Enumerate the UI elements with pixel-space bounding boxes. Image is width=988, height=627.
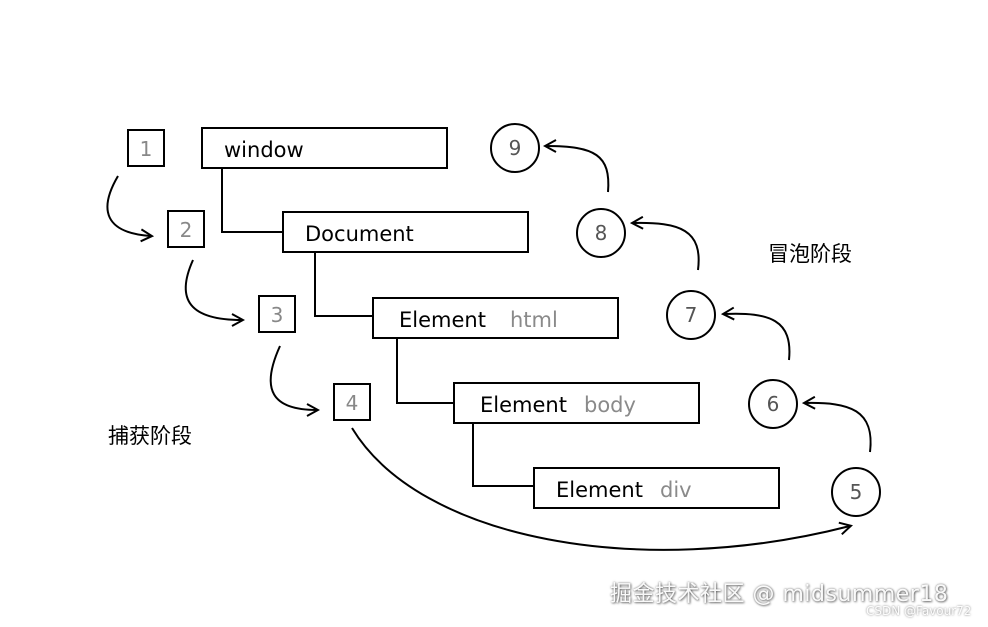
watermark-credit: CSDN @Favour72 [866, 604, 972, 618]
step-8-label: 8 [595, 221, 608, 245]
node-html-prefix: Element [399, 308, 486, 332]
step-3-label: 3 [271, 303, 284, 327]
node-body-prefix: Element [480, 393, 567, 417]
capture-step-4: 4 [333, 383, 371, 421]
arrow-2-to-3 [184, 259, 242, 320]
connector-body-div [472, 423, 534, 487]
step-5-label: 5 [850, 480, 863, 504]
step-9-label: 9 [509, 136, 522, 160]
step-4-label: 4 [346, 391, 359, 415]
bubble-step-8: 8 [576, 208, 626, 258]
connector-html-body [396, 339, 454, 404]
node-div-tag: div [660, 478, 692, 502]
step-1-label: 1 [140, 137, 153, 161]
arrow-4-to-5 [351, 427, 850, 551]
node-window-label: window [224, 138, 304, 162]
step-2-label: 2 [180, 218, 193, 242]
bubble-step-9: 9 [490, 123, 540, 173]
node-body-tag: body [584, 393, 636, 417]
watermark-main: 掘金技术社区 @ midsummer18 [610, 582, 949, 607]
node-element-div: Element div [533, 467, 780, 509]
node-window: window [201, 127, 448, 169]
node-document: Document [282, 211, 529, 253]
bubble-step-5: 5 [831, 467, 881, 517]
node-element-body: Element body [453, 382, 700, 424]
node-element-html: Element html [372, 297, 619, 339]
capture-step-2: 2 [167, 210, 205, 248]
capture-step-3: 3 [258, 295, 296, 333]
arrow-7-to-8 [633, 223, 700, 271]
connector-window-document [221, 168, 283, 233]
node-document-label: Document [305, 222, 414, 246]
capture-phase-label: 捕获阶段 [108, 424, 192, 448]
node-html-tag: html [510, 308, 558, 332]
arrow-5-to-6 [805, 403, 872, 453]
arrow-6-to-7 [724, 314, 791, 361]
arrow-3-to-4 [269, 345, 317, 410]
tree-connectors [221, 168, 534, 487]
arrow-1-to-2 [106, 175, 151, 236]
arrow-8-to-9 [546, 146, 610, 193]
node-div-prefix: Element [556, 478, 643, 502]
capture-step-1: 1 [127, 129, 165, 167]
flow-arrows [106, 146, 872, 551]
step-6-label: 6 [767, 392, 780, 416]
bubble-phase-label: 冒泡阶段 [768, 242, 852, 266]
connector-document-html [314, 253, 373, 317]
bubble-step-7: 7 [666, 290, 716, 340]
bubble-step-6: 6 [748, 379, 798, 429]
step-7-label: 7 [685, 303, 698, 327]
